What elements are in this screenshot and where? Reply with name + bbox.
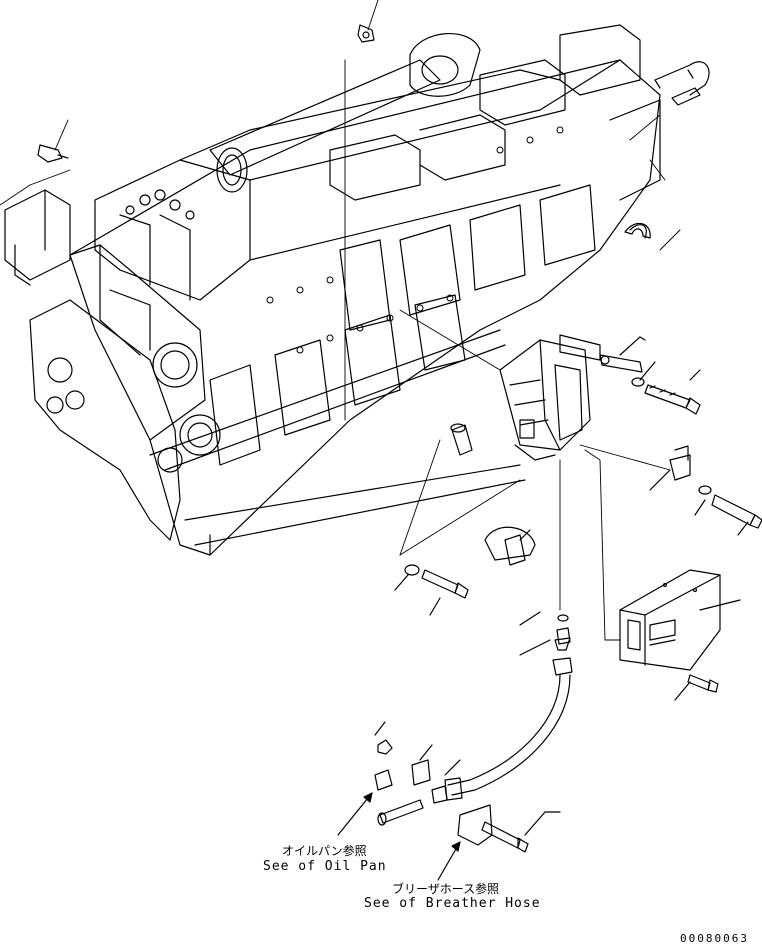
- breather-hose-ref-jp: ブリーザホース参照: [392, 882, 500, 896]
- ecu-screw: [674, 674, 719, 701]
- ecu-controller: [619, 569, 741, 671]
- oil-pan-ref-jp: オイルパン参照: [282, 844, 367, 858]
- bolt-assembly-upper: [599, 336, 701, 415]
- wire-sensor: [654, 61, 710, 106]
- oil-pan-ref-en: See of Oil Pan: [263, 859, 387, 874]
- sensor-top: [357, 24, 375, 43]
- reference-arrows: [337, 792, 461, 881]
- breather-hose-ref-en: See of Breather Hose: [364, 896, 541, 911]
- drawing-code: 00080063: [680, 932, 749, 945]
- engine-block: [4, 24, 661, 556]
- spacer: [450, 423, 473, 456]
- bolt-assembly-lower: [394, 564, 469, 616]
- clamp-group: [374, 721, 561, 853]
- bolt-assembly-right: [649, 445, 762, 536]
- sensor-left: [37, 144, 69, 163]
- leader-lines: [0, 0, 681, 641]
- clip: [624, 222, 651, 239]
- harness-clip: [484, 526, 536, 566]
- ecm-bracket: [499, 334, 601, 461]
- breather-line: [444, 611, 573, 801]
